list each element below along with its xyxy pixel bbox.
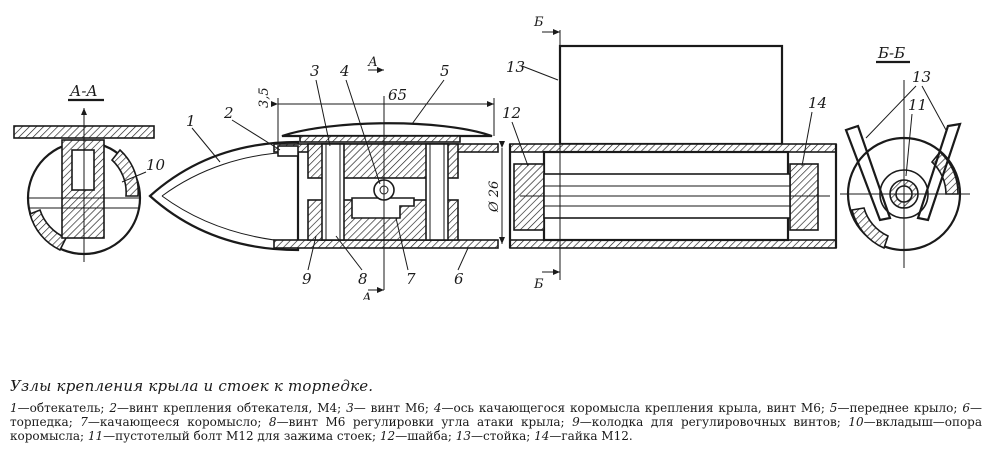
label-8: 8 [358,270,368,288]
legend-text: —стойка; [471,429,535,443]
legend-number: 3 [346,401,354,415]
legend-number: 13 [455,429,472,443]
legend-text: —гайка М12. [549,429,633,443]
tube-bottom-wall [509,239,837,249]
legend-text: —пустотелый болт М12 для зажима стоек; [103,429,380,443]
main-side-view: 65 3,5 А А 1 2 3 4 5 9 8 7 6 [148,55,499,300]
dim-65: 65 [388,86,407,104]
rocker-arm [351,197,415,219]
nut-14 [789,163,819,231]
figure-legend: 1—обтекатель; 2—винт крепления обтекател… [10,401,982,443]
legend-text: —качающееся коромысло; [87,415,269,429]
bb-strut-right [916,122,962,222]
technical-drawing: А-А 10 [13,15,970,300]
label-13b: 13 [912,68,931,86]
label-7: 7 [406,270,416,288]
legend-number: 2 [109,401,117,415]
dim-d26: Ø 26 [487,181,502,213]
section-aa-label: А-А [69,82,98,100]
strut-attachment-view: Б Б Ø 26 13 12 14 [487,15,838,292]
legend-number: 4 [433,401,442,415]
label-3: 3 [310,62,320,80]
label-6: 6 [454,270,464,288]
legend-number: 14 [534,429,550,443]
label-2: 2 [223,104,234,122]
legend-text: — винт М6; [353,401,434,415]
label-11: 11 [908,96,927,114]
legend-text: —вкладыш—опора коромысла; [10,415,983,443]
legend-text: —колодка для регулировочных винтов; [579,415,849,429]
legend-number: 11 [87,429,104,443]
label-4: 4 [339,62,350,80]
legend-text: —торпедка; [10,401,982,429]
legend-number: 8 [268,415,277,429]
dim-3-5: 3,5 [257,87,272,108]
legend-text: —шайба; [395,429,456,443]
label-10: 10 [146,156,166,174]
legend-number: 1 [10,401,18,415]
screw-2 [277,145,299,157]
legend-number: 7 [80,415,88,429]
screw-8 [425,143,449,241]
legend-text: —обтекатель; [17,401,110,415]
section-bb-label: Б-Б [877,44,905,62]
label-13: 13 [506,58,525,76]
label-5: 5 [440,62,450,80]
label-9: 9 [302,270,312,288]
legend-number: 12 [379,429,396,443]
front-wing [281,122,493,138]
washer-12 [513,163,545,231]
label-12: 12 [502,104,521,122]
legend-text: —винт крепления обтекателя, М4; [116,401,347,415]
legend-text: —переднее крыло; [837,401,963,415]
cut-b-top: Б [533,15,544,30]
label-14: 14 [808,94,827,112]
strut-13 [558,44,784,146]
section-aa-view: А-А 10 [13,82,166,262]
legend-number: 5 [829,401,838,415]
tube-top-wall [509,143,837,153]
fuselage-bottom-wall [273,239,499,249]
label-1: 1 [186,112,196,130]
cut-b-bottom: Б [533,277,544,292]
legend-text: —винт М6 регулировки угла атаки крыла; [276,415,573,429]
cut-a-bottom: А [361,291,372,300]
figure-caption-title: Узлы крепления крыла и стоек к торпедке. [10,377,374,395]
legend-text: —ось качающегося коромысла крепления кры… [441,401,830,415]
legend-number: 9 [572,415,580,429]
section-bb-view: Б-Б 13 11 [840,44,970,268]
cut-a-top: А [367,55,378,70]
legend-number: 6 [962,401,970,415]
screw-3 [321,143,345,241]
fairing [148,140,300,252]
legend-number: 10 [848,415,864,429]
bb-strut-left [844,124,892,222]
